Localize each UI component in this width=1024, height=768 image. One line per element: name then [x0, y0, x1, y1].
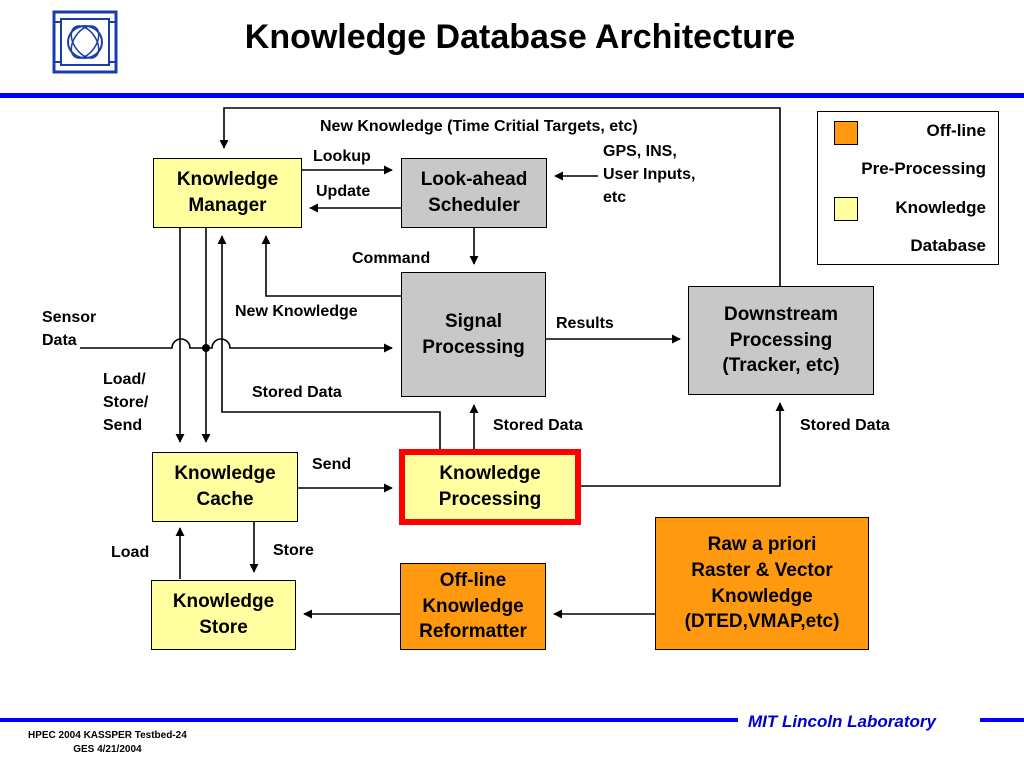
page-title: Knowledge Database Architecture: [244, 18, 796, 56]
footer-rule-right: [980, 718, 1024, 722]
legend-swatch-offline: [834, 121, 858, 145]
results-label: Results: [556, 315, 614, 332]
mit-ll-logo: [52, 10, 118, 74]
sensor-data-connector: [80, 338, 393, 353]
footer-organization: MIT Lincoln Laboratory: [748, 712, 936, 731]
load-label: Load: [111, 544, 150, 561]
stored-data-mid-label: Stored Data: [493, 417, 583, 434]
gps-inputs-label: GPS, INS, User Inputs, etc: [603, 143, 696, 207]
junction-dot: [202, 344, 210, 352]
legend: Off-line Pre-Processing Knowledge Databa…: [817, 111, 999, 265]
new-knowledge-label: New Knowledge: [235, 303, 358, 320]
lookahead-scheduler-box: Look-ahead Scheduler: [401, 158, 547, 228]
legend-swatch-knowledge: [834, 197, 858, 221]
knowledge-manager-box: Knowledge Manager: [153, 158, 302, 228]
footer-line-2: GES 4/21/2004: [73, 743, 142, 755]
knowledge-cache-box: Knowledge Cache: [152, 452, 298, 522]
new-knowledge-top-connector: [219, 107, 781, 286]
stored-data-right-connector: [581, 402, 785, 487]
legend-preprocessing-label: Pre-Processing: [861, 159, 986, 178]
sensor-data-label: Sensor Data: [42, 309, 97, 350]
command-label: Command: [352, 250, 431, 267]
downstream-processing-box: Downstream Processing (Tracker, etc): [688, 286, 874, 395]
knowledge-processing-box: Knowledge Processing: [405, 455, 575, 519]
load-store-send-label: Load/ Store/ Send: [103, 371, 149, 435]
knowledge-store-box: Knowledge Store: [151, 580, 296, 650]
highlight-frame: [399, 449, 581, 525]
footer-slide-info: HPEC 2004 KASSPER Testbed-24 GES 4/21/20…: [28, 729, 187, 756]
footer-rule-left: [0, 718, 738, 722]
header-rule: [0, 93, 1024, 98]
new-knowledge-top-label: New Knowledge (Time Critial Targets, etc…: [320, 118, 638, 135]
footer-line-1: HPEC 2004 KASSPER Testbed-24: [28, 730, 187, 741]
offline-reformatter-box: Off-line Knowledge Reformatter: [400, 563, 546, 650]
send-label: Send: [312, 456, 352, 473]
signal-processing-box: Signal Processing: [401, 272, 546, 397]
stored-data-left-label: Stored Data: [252, 384, 342, 401]
raw-apriori-box: Raw a priori Raster & Vector Knowledge (…: [655, 517, 869, 650]
legend-database-label: Database: [910, 236, 986, 255]
stored-data-left-connector: [217, 235, 441, 449]
stored-data-right-label: Stored Data: [800, 417, 890, 434]
new-knowledge-connector: [261, 235, 401, 297]
legend-knowledge-label: Knowledge: [895, 198, 986, 217]
store-label: Store: [273, 542, 314, 559]
lookup-label: Lookup: [313, 148, 371, 165]
update-label: Update: [316, 183, 371, 200]
legend-offline-label: Off-line: [926, 121, 987, 140]
